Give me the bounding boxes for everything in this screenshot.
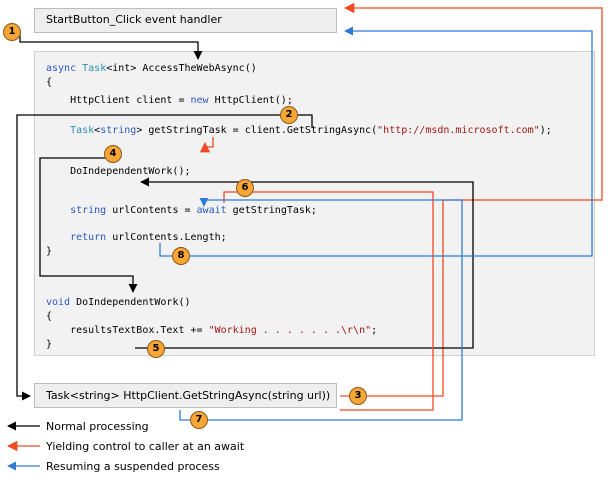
code-line-4: Task<string> getStringTask = client.GetS…	[46, 125, 552, 137]
code-keyword: void	[46, 297, 71, 308]
handler-box	[34, 8, 337, 33]
code-type: Task	[46, 125, 95, 136]
step-badge-5: 5	[147, 340, 165, 358]
step-badge-4: 4	[104, 145, 122, 163]
step-badge-3: 3	[349, 387, 367, 405]
arrow-6	[223, 191, 434, 411]
code-text: <int> AccessTheWebAsync()	[106, 63, 257, 74]
step-badge-8: 8	[172, 247, 190, 265]
code-keyword: await	[196, 205, 227, 216]
arrow-8	[159, 26, 593, 257]
code-text: urlContents =	[106, 205, 197, 216]
code-text: DoIndependentWork()	[70, 297, 191, 308]
handler-box-label: StartButton_Click event handler	[46, 13, 222, 26]
code-text: );	[539, 125, 552, 136]
code-text: HttpClient();	[208, 95, 293, 106]
legend-resume-label: Resuming a suspended process	[46, 460, 220, 473]
code-text: <	[94, 125, 101, 136]
getstring-box	[34, 383, 337, 408]
arrow-5	[135, 177, 474, 349]
step-badge-1: 1	[3, 23, 21, 41]
code-text: getStringTask;	[226, 205, 317, 216]
code-string: "http://msdn.microsoft.com"	[377, 125, 540, 136]
code-text: ;	[371, 325, 378, 336]
code-line-3: HttpClient client = new HttpClient();	[46, 95, 293, 107]
code-keyword: async	[46, 63, 77, 74]
legend-normal-label: Normal processing	[46, 420, 149, 433]
code-line-2: {	[46, 77, 53, 88]
arrow-3	[340, 2, 603, 397]
arrow-3-return	[199, 137, 214, 153]
code-line-12: }	[46, 339, 53, 350]
step-badge-2: 2	[280, 106, 298, 124]
getstring-box-label: Task<string> HttpClient.GetStringAsync(s…	[46, 389, 331, 402]
code-string: "Working . . . . . . .\r\n"	[208, 325, 372, 336]
step-badge-6: 6	[236, 179, 254, 197]
code-line-9: void DoIndependentWork()	[46, 297, 191, 309]
code-line-6: string urlContents = await getStringTask…	[46, 205, 317, 217]
code-text: > getStringTask = client.GetStringAsync(	[136, 125, 378, 136]
step-badge-7: 7	[190, 411, 208, 429]
arrow-1	[19, 30, 203, 60]
code-panel	[34, 51, 595, 356]
code-line-10: {	[46, 311, 53, 322]
code-line-8: }	[46, 246, 53, 257]
arrow-7	[179, 197, 463, 421]
code-keyword: return	[46, 232, 107, 243]
code-text: HttpClient client =	[46, 95, 191, 106]
code-line-7: return urlContents.Length;	[46, 232, 227, 244]
arrow-2	[16, 114, 313, 401]
code-text: urlContents.Length;	[106, 232, 227, 243]
code-line-1: async Task<int> AccessTheWebAsync()	[46, 63, 257, 75]
legend-yield-label: Yielding control to caller at an await	[46, 440, 245, 453]
code-text: resultsTextBox.Text +=	[46, 325, 209, 336]
code-keyword: new	[190, 95, 209, 106]
code-line-11: resultsTextBox.Text += "Working . . . . …	[46, 325, 377, 337]
code-type: Task	[82, 63, 107, 74]
code-line-5: DoIndependentWork();	[46, 166, 191, 177]
code-keyword: string	[46, 205, 107, 216]
arrow-4	[39, 157, 138, 293]
code-keyword: string	[100, 125, 137, 136]
